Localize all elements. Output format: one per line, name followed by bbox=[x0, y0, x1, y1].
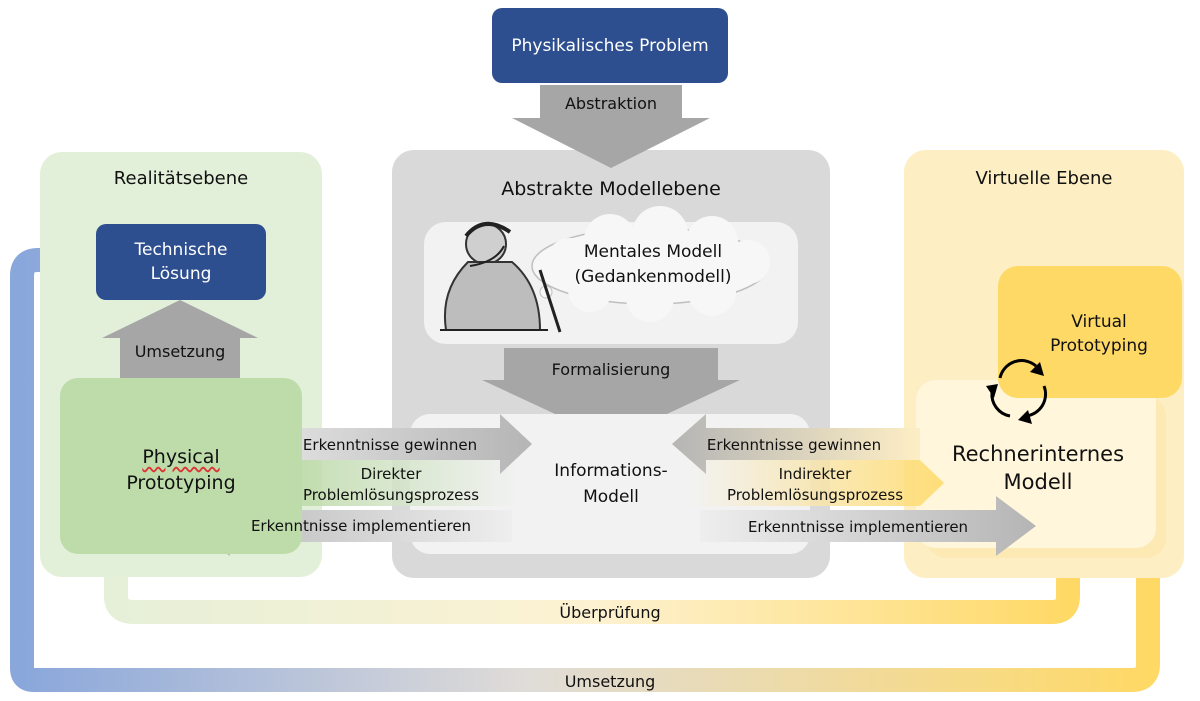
computer-model-bg bbox=[916, 380, 1156, 548]
right-gain-label: Erkenntnisse gewinnen bbox=[706, 436, 882, 454]
right-process-label: Indirekter Problemlösungsprozess bbox=[710, 464, 920, 506]
formalisierung-arrow bbox=[482, 348, 740, 440]
physical-problem-label: Physikalisches Problem bbox=[511, 35, 709, 56]
left-panel-title: Realitätsebene bbox=[113, 168, 249, 189]
umsetzung-loop bbox=[10, 248, 1160, 692]
computer-model-line1: Rechnerinternes bbox=[951, 442, 1125, 466]
left-process-line2: Problemlösungsprozess bbox=[302, 486, 480, 504]
right-implement-arrow bbox=[700, 496, 1036, 556]
mental-model-label: Mentales Modell (Gedankenmodell) bbox=[558, 240, 748, 290]
right-process-line2: Problemlösungsprozess bbox=[726, 486, 904, 504]
umsetzung-bottom-label: Umsetzung bbox=[564, 672, 656, 691]
info-model-line2: Modell bbox=[583, 487, 639, 507]
mental-model-line2: (Gedankenmodell) bbox=[574, 267, 732, 287]
thought-cloud-bumps bbox=[546, 206, 770, 322]
technical-solution-box: Technische Lösung bbox=[96, 224, 266, 300]
left-gain-label: Erkenntnisse gewinnen bbox=[302, 436, 478, 454]
umsetzung-up-label: Umsetzung bbox=[134, 342, 226, 361]
physical-prototyping-label: Physical Prototyping bbox=[60, 444, 302, 496]
computer-model-line2: Modell bbox=[1003, 470, 1073, 494]
ueberpruefung-label: Überprüfung bbox=[559, 603, 661, 622]
virtual-prototyping-line1: Virtual bbox=[1071, 312, 1127, 332]
physical-prototyping-line1: Physical bbox=[142, 446, 220, 468]
virtual-prototyping-line2: Prototyping bbox=[1050, 336, 1148, 356]
left-process-line1: Direkter bbox=[360, 465, 422, 483]
indirect-process-band bbox=[690, 460, 944, 506]
abstraktion-arrow bbox=[512, 85, 710, 168]
left-process-label: Direkter Problemlösungsprozess bbox=[286, 464, 496, 506]
thinking-person-icon bbox=[440, 222, 562, 333]
left-implement-label: Erkenntnisse implementieren bbox=[250, 517, 472, 535]
cycle-icon bbox=[990, 359, 1048, 418]
right-implement-label: Erkenntnisse implementieren bbox=[747, 518, 969, 536]
info-model-label: Informations- Modell bbox=[526, 458, 696, 510]
umsetzung-up-arrow bbox=[102, 300, 258, 378]
left-gain-arrow bbox=[290, 414, 532, 474]
right-gain-arrow bbox=[672, 414, 920, 474]
info-model-line1: Informations- bbox=[554, 461, 668, 481]
right-process-line1: Indirekter bbox=[778, 465, 852, 483]
physical-prototype-bg bbox=[60, 378, 302, 554]
virtual-prototyping-label: Virtual Prototyping bbox=[1014, 310, 1184, 358]
computer-model-label: Rechnerinternes Modell bbox=[930, 440, 1146, 496]
technical-solution-line1: Technische bbox=[134, 240, 228, 260]
right-panel-title: Virtuelle Ebene bbox=[975, 168, 1113, 189]
physical-problem-box: Physikalisches Problem bbox=[492, 8, 728, 83]
physical-prototyping-line2: Prototyping bbox=[126, 472, 236, 494]
technical-solution-line2: Lösung bbox=[150, 264, 212, 284]
abstraktion-label: Abstraktion bbox=[564, 94, 657, 113]
virtual-prototyping-bg bbox=[998, 266, 1182, 398]
formalisierung-label: Formalisierung bbox=[551, 360, 671, 379]
center-panel-title: Abstrakte Modellebene bbox=[501, 178, 721, 200]
ueberpruefung-loop bbox=[104, 560, 1080, 624]
mental-model-line1: Mentales Modell bbox=[583, 242, 723, 262]
